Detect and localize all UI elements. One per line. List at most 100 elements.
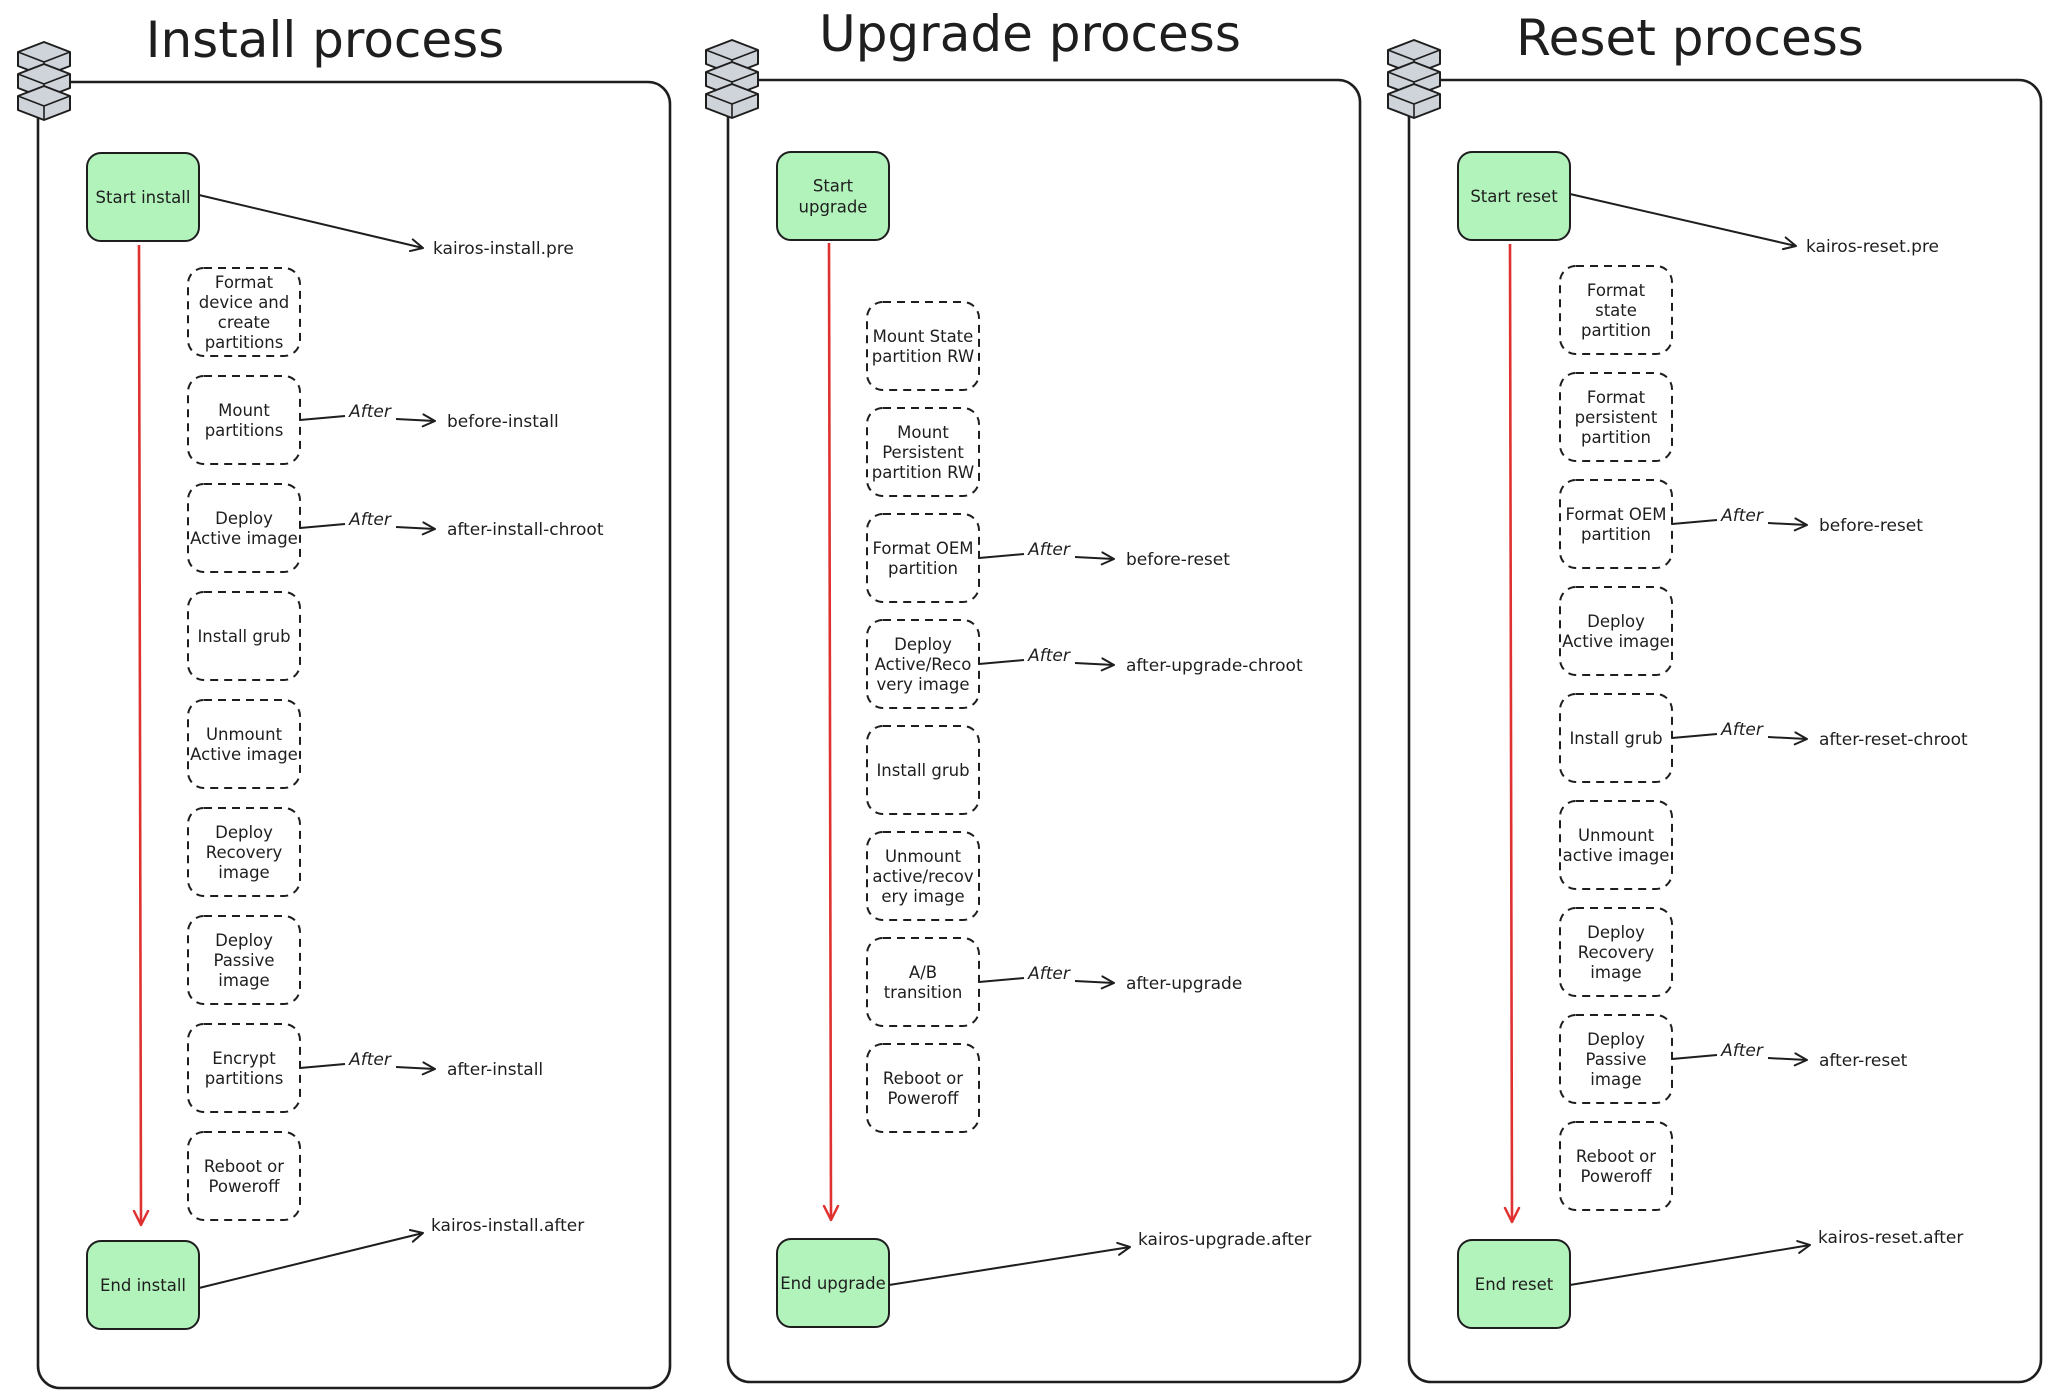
step-label: Active image	[1562, 632, 1670, 651]
step-label: Poweroff	[1581, 1167, 1653, 1186]
server-stack-icon	[17, 41, 71, 121]
hook-label: before-reset	[1126, 550, 1230, 570]
step-box	[1559, 372, 1673, 462]
hook-connector	[299, 523, 346, 529]
step-label: create	[218, 313, 270, 332]
step-label: Reboot or	[204, 1157, 284, 1176]
step-label: Format	[1587, 388, 1646, 407]
main-flow-arrow	[1510, 243, 1512, 1222]
after-label: After	[348, 1050, 392, 1070]
step-label: transition	[884, 983, 963, 1002]
hook-connector	[978, 553, 1025, 559]
step-box	[1559, 800, 1673, 890]
step-label: Poweroff	[209, 1177, 281, 1196]
step-box	[866, 1043, 980, 1133]
step-label: active image	[1563, 846, 1670, 865]
step-label: Poweroff	[888, 1089, 960, 1108]
server-stack-icon	[1387, 39, 1441, 119]
hook-label: after-upgrade-chroot	[1126, 656, 1303, 676]
step-label: Persistent	[882, 443, 964, 462]
end-node	[776, 1238, 890, 1328]
after-hook-label: kairos-upgrade.after	[1138, 1230, 1311, 1250]
process-title: Upgrade process	[819, 5, 1241, 63]
pre-hook-label: kairos-install.pre	[433, 239, 574, 259]
hook-connector	[299, 415, 346, 421]
end-node	[86, 1240, 200, 1330]
after-hook-label: kairos-install.after	[431, 1216, 584, 1236]
after-label: After	[1720, 720, 1764, 740]
hook-arrow	[1767, 731, 1808, 746]
step-label: Format OEM	[1565, 505, 1666, 524]
step-box	[866, 301, 980, 391]
step-label: partition	[1581, 525, 1651, 544]
start-node-label: upgrade	[799, 198, 868, 217]
step-label: Active image	[190, 529, 298, 548]
process-title: Reset process	[1516, 9, 1864, 67]
step-box	[187, 591, 301, 681]
step-label: image	[218, 971, 269, 990]
hook-connector	[1671, 1054, 1718, 1060]
hook-label: after-install-chroot	[447, 520, 604, 540]
step-label: Unmount	[1578, 826, 1655, 845]
step-box	[1559, 1121, 1673, 1211]
step-label: persistent	[1575, 408, 1658, 427]
hook-arrow	[395, 521, 436, 536]
step-label: active/recov	[872, 867, 973, 886]
step-label: Deploy	[1587, 923, 1645, 942]
start-node-label: Start install	[96, 188, 191, 207]
step-label: Unmount	[885, 847, 962, 866]
step-label: Active/Reco	[875, 655, 972, 674]
step-label: partitions	[205, 333, 284, 352]
step-box	[1559, 265, 1673, 355]
step-box	[187, 267, 301, 357]
step-box	[1559, 907, 1673, 997]
step-label: Recovery	[206, 843, 283, 862]
step-label: Deploy	[215, 509, 273, 528]
pre-hook-arrow	[1569, 193, 1797, 251]
step-label: Unmount	[206, 725, 283, 744]
step-label: partition RW	[872, 463, 974, 482]
step-label: Deploy	[1587, 612, 1645, 631]
step-label: Mount	[218, 401, 270, 420]
start-node	[776, 151, 890, 241]
step-label: ery image	[881, 887, 964, 906]
step-box	[187, 915, 301, 1005]
hook-connector	[978, 659, 1025, 665]
step-label: Install grub	[876, 761, 969, 780]
after-label: After	[1720, 1041, 1764, 1061]
step-label: partition	[1581, 321, 1651, 340]
step-label: Encrypt	[212, 1049, 276, 1068]
after-label: After	[348, 510, 392, 530]
after-hook-arrow	[888, 1241, 1131, 1286]
step-label: image	[1590, 963, 1641, 982]
step-label: Format	[215, 273, 274, 292]
after-hook-arrow	[198, 1229, 424, 1289]
after-label: After	[1027, 964, 1071, 984]
step-label: Deploy	[894, 635, 952, 654]
step-label: partition	[1581, 428, 1651, 447]
step-box	[187, 699, 301, 789]
hook-connector	[1671, 733, 1718, 739]
after-label: After	[1027, 540, 1071, 560]
start-node-label: Start reset	[1470, 187, 1558, 206]
after-label: After	[1027, 646, 1071, 666]
hook-label: after-reset-chroot	[1819, 730, 1968, 750]
hook-connector	[978, 977, 1025, 983]
step-label: Passive	[213, 951, 274, 970]
step-label: Active image	[190, 745, 298, 764]
after-hook-label: kairos-reset.after	[1818, 1228, 1963, 1248]
step-label: Deploy	[1587, 1030, 1645, 1049]
step-box	[187, 375, 301, 465]
step-label: partitions	[205, 1069, 284, 1088]
step-label: Format	[1587, 281, 1646, 300]
end-node-label: End install	[100, 1276, 186, 1295]
process-frame	[36, 80, 672, 1390]
main-flow-arrow	[829, 242, 831, 1220]
hook-label: after-upgrade	[1126, 974, 1242, 994]
step-box	[866, 407, 980, 497]
process-title: Install process	[146, 11, 505, 69]
step-box	[187, 807, 301, 897]
step-label: Mount State	[873, 327, 974, 346]
hook-connector	[299, 1063, 346, 1069]
hook-arrow	[1074, 657, 1115, 672]
